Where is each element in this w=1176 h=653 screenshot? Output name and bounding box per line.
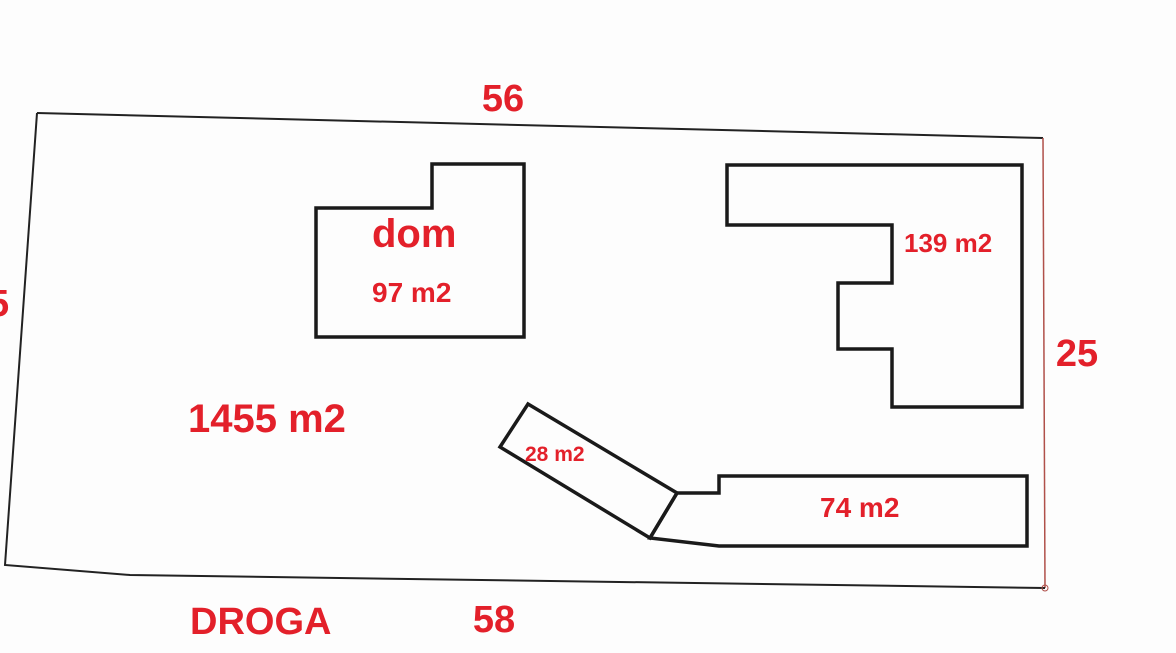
building-right-outline [725,163,1024,409]
house-outline [314,162,526,339]
side-right-label: 25 [1056,333,1098,375]
building-bottom-outline [647,474,1029,548]
side-bottom-label: 58 [473,599,515,641]
plot-boundary-top [36,112,1044,139]
building-small-area-label: 28 m2 [525,443,585,466]
plot-area-label: 1455 m2 [188,397,346,441]
plot-boundary-bottom-left [3,112,1046,589]
building-bottom-area-label: 74 m2 [820,492,899,523]
road-label: DROGA [190,601,331,643]
side-left-label: 5 [0,283,9,325]
house-name-label: dom [372,212,456,256]
plot-boundary-right [1042,137,1046,589]
building-right-area-label: 139 m2 [904,228,992,258]
corner-marker [1041,584,1049,592]
side-top-label: 56 [482,78,524,120]
house-area-label: 97 m2 [372,277,451,308]
